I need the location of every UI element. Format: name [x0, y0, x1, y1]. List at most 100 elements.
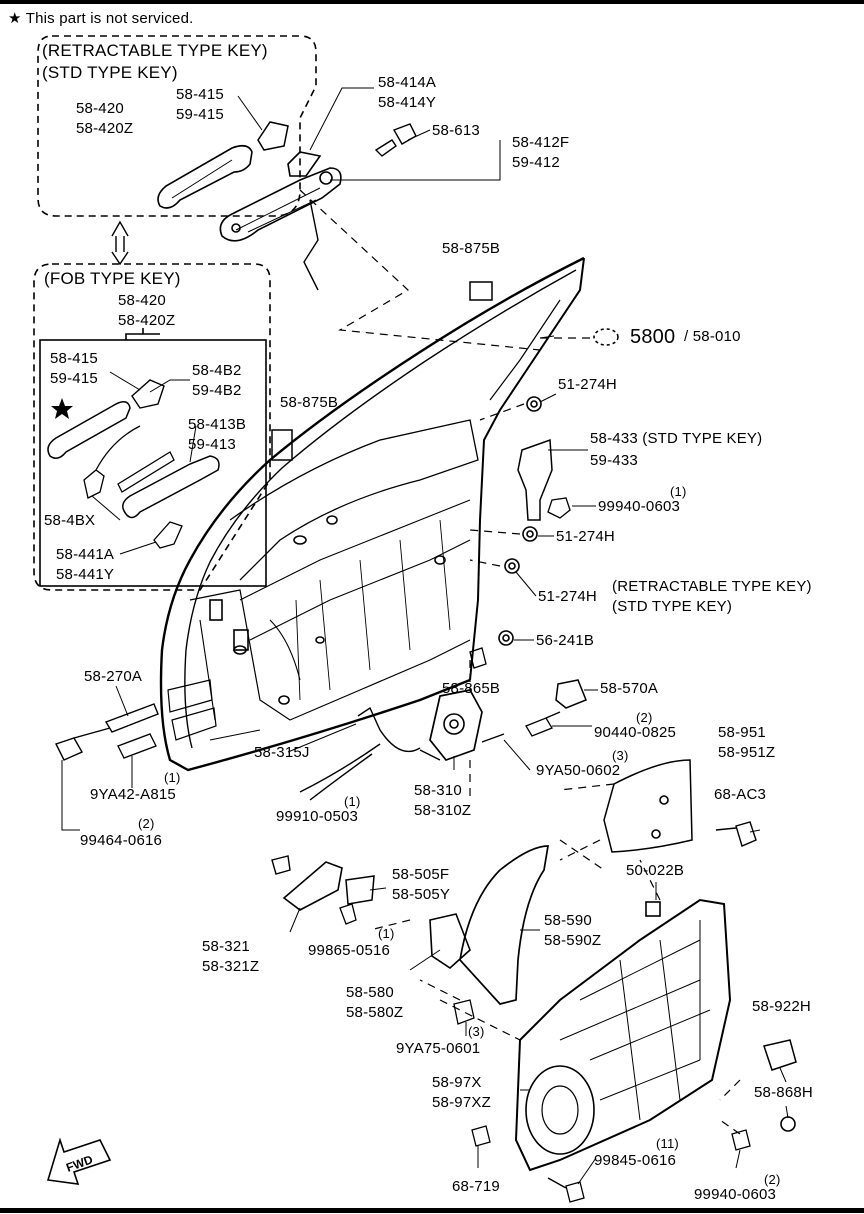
- label-58-270a: 58-270A: [84, 668, 143, 685]
- label-58-590: 58-590: [544, 912, 592, 929]
- label-68-719: 68-719: [452, 1178, 500, 1195]
- fob-key-group-frame: [33, 263, 271, 591]
- latch-58-310: [429, 689, 483, 762]
- label-9ya50-0602: 9YA50-0602: [536, 762, 621, 779]
- label-59-415: 59-415: [176, 106, 224, 123]
- qty-99865: (1): [378, 926, 395, 941]
- label-56-241b: 56-241B: [536, 632, 595, 649]
- label-58-433: 58-433 (STD TYPE KEY): [590, 430, 763, 447]
- label-99940-0603-top: 99940-0603: [598, 498, 681, 515]
- label-58-414y: 58-414Y: [378, 94, 437, 111]
- label-58-315j: 58-315J: [254, 744, 310, 761]
- qty-9ya75: (3): [468, 1024, 485, 1039]
- qty-99910: (1): [344, 794, 361, 809]
- handle-cap: [257, 121, 289, 151]
- label-58-590z: 58-590Z: [544, 932, 602, 949]
- bracket-58-433: [517, 438, 553, 521]
- fob-label-59-4b2: 59-4B2: [192, 382, 242, 399]
- fob-label-58-441y: 58-441Y: [56, 566, 115, 583]
- label-58-321: 58-321: [202, 938, 250, 955]
- label-50-022b: 50-022B: [626, 862, 685, 879]
- label-58-010: / 58-010: [684, 328, 741, 345]
- door-frame-inner: [184, 269, 577, 749]
- motor-58-580: [429, 913, 471, 970]
- label-58-875b: 58-875B: [442, 240, 501, 257]
- fob-label-58-4b2: 58-4B2: [192, 362, 242, 379]
- speaker-58-951: [603, 759, 693, 853]
- qty-9ya50: (3): [612, 748, 629, 763]
- check-58-270a: [104, 703, 159, 733]
- label-58-580: 58-580: [346, 984, 394, 1001]
- rod: [303, 199, 319, 291]
- label-90440-0825: 90440-0825: [594, 724, 677, 741]
- inner-panel-upper: [229, 419, 479, 581]
- retractable-title: (RETRACTABLE TYPE KEY): [42, 41, 268, 60]
- fwd-arrow: [46, 1137, 112, 1185]
- label-58-414a: 58-414A: [378, 74, 437, 91]
- fob-label-58-420z: 58-420Z: [118, 312, 176, 329]
- fob-bracket: [125, 328, 160, 340]
- label-58-865b: 58-865B: [442, 680, 501, 697]
- label-59-412: 59-412: [512, 154, 560, 171]
- label-58-951z: 58-951Z: [718, 744, 776, 761]
- fob-label-59-413: 59-413: [188, 436, 236, 453]
- label-99845-0616: 99845-0616: [594, 1152, 677, 1169]
- qty-9ya42: (1): [164, 770, 181, 785]
- label-58-415: 58-415: [176, 86, 224, 103]
- fob-label-58-420: 58-420: [118, 292, 166, 309]
- top-rule: [0, 0, 864, 4]
- label-58-310: 58-310: [414, 782, 462, 799]
- label-58-412f: 58-412F: [512, 134, 570, 151]
- qty-90440: (2): [636, 710, 653, 725]
- label-99865-0516: 99865-0516: [308, 942, 391, 959]
- not-serviced-note: ★ This part is not serviced.: [8, 10, 194, 27]
- fob-label-58-441a: 58-441A: [56, 546, 115, 563]
- label-58-580z: 58-580Z: [346, 1004, 404, 1021]
- bolt-58-613: [374, 123, 417, 157]
- label-58-420z: 58-420Z: [76, 120, 134, 137]
- qty-99464: (2): [138, 816, 155, 831]
- label-58-321z: 58-321Z: [202, 958, 260, 975]
- fwd-label: FWD: [64, 1152, 95, 1175]
- label-58-951: 58-951: [718, 724, 766, 741]
- pad-58-875b: [469, 281, 493, 301]
- label-58-420: 58-420: [76, 100, 124, 117]
- fob-label-58-413b: 58-413B: [188, 416, 247, 433]
- label-std-note: (STD TYPE KEY): [612, 598, 733, 615]
- rod-58-315j: [299, 706, 421, 801]
- star-icon: [51, 398, 73, 419]
- label-51-274h-low: 51-274H: [538, 588, 597, 605]
- retractable-key-group-frame: [37, 35, 317, 217]
- handle-frame: [219, 167, 342, 242]
- qty-99845: (11): [656, 1136, 679, 1151]
- label-9ya42-a815: 9YA42-A815: [90, 786, 176, 803]
- double-arrow: [111, 220, 129, 266]
- door-frame-outer: [159, 256, 585, 772]
- label-retractable-note: (RETRACTABLE TYPE KEY): [612, 578, 812, 595]
- label-58-922h: 58-922H: [752, 998, 811, 1015]
- label-58-868h: 58-868H: [754, 1084, 813, 1101]
- label-58-875b-left: 58-875B: [280, 394, 339, 411]
- label-99464-0616: 99464-0616: [80, 832, 163, 849]
- qty-99940-b: (2): [764, 1172, 781, 1187]
- inner-handle-58-321: [282, 861, 343, 911]
- pad-58-875b-b: [271, 429, 293, 461]
- label-51-274h-mid: 51-274H: [556, 528, 615, 545]
- label-58-613: 58-613: [432, 122, 480, 139]
- label-99910-0503: 99910-0503: [276, 808, 359, 825]
- bezel-58-505f: [345, 875, 375, 905]
- std-title: (STD TYPE KEY): [42, 63, 178, 82]
- label-68-ac3: 68-AC3: [714, 786, 767, 803]
- clip-58-865b: [469, 647, 487, 669]
- label-58-570a: 58-570A: [600, 680, 659, 697]
- label-58-505f: 58-505F: [392, 866, 450, 883]
- label-58-97x: 58-97X: [432, 1074, 482, 1091]
- fob-label-59-415: 59-415: [50, 370, 98, 387]
- fob-label-58-415: 58-415: [50, 350, 98, 367]
- glass-ref-5800: [593, 328, 619, 346]
- bottom-rule: [0, 1208, 864, 1213]
- qty-99940-a: (1): [670, 484, 687, 499]
- label-51-274h-top: 51-274H: [558, 376, 617, 393]
